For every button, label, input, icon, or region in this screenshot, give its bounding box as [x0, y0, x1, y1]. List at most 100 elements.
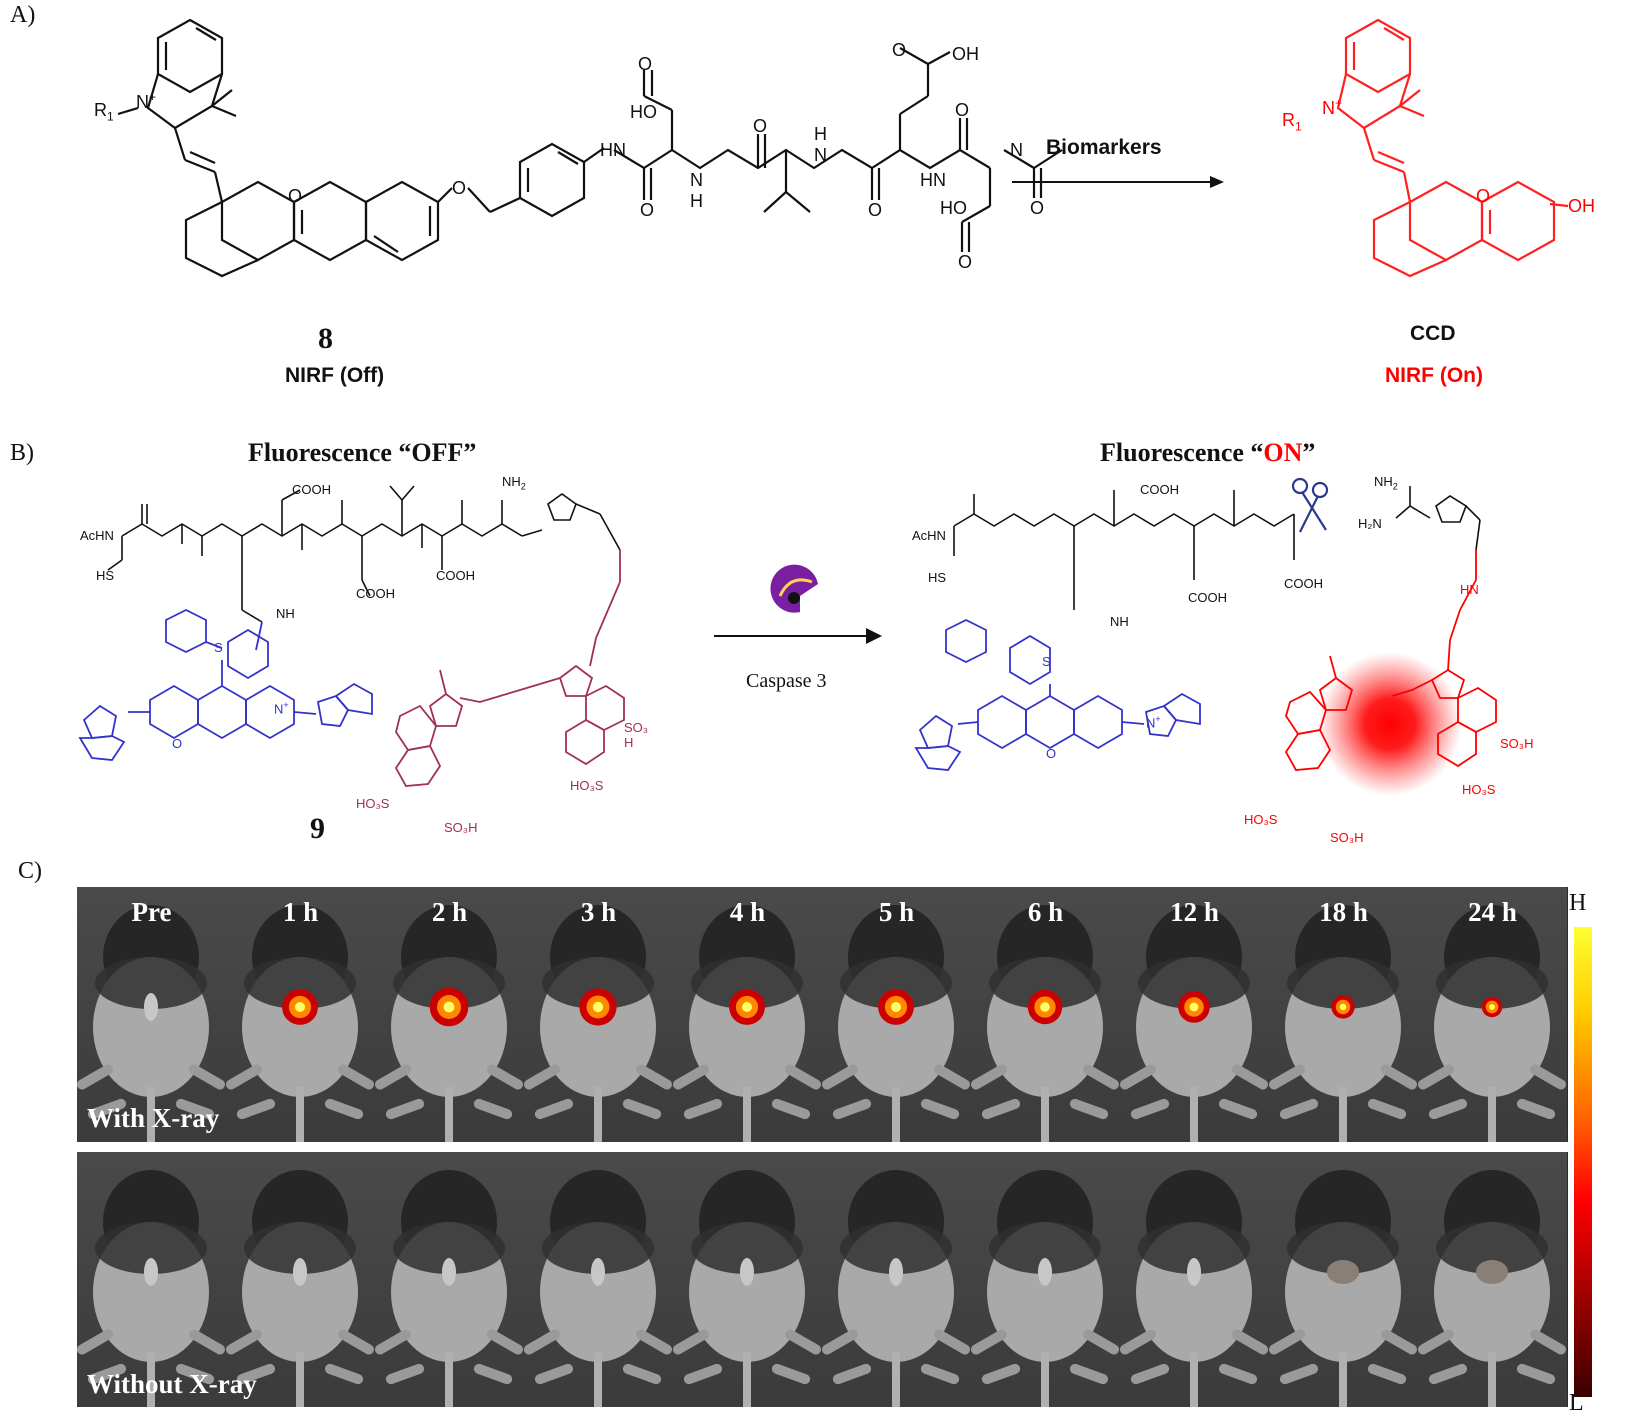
label-cooh-left-2: COOH [356, 586, 395, 601]
label-o-left: O [172, 736, 183, 751]
peptide-right-skeleton [953, 490, 1295, 610]
wound-area [591, 1258, 605, 1286]
mouse-image [822, 1170, 970, 1407]
wound-area [740, 1258, 754, 1286]
mouse-cell-with-xray: 1 h [226, 887, 376, 1142]
mouse-cell-with-xray: 4 h [673, 887, 823, 1142]
reagent-biomarkers: Biomarkers [1046, 136, 1162, 159]
title-fluorescence-off: Fluorescence “OFF” [248, 438, 477, 467]
mouse-image [673, 1170, 821, 1407]
label-so3h-right-2: SO₃H [1330, 830, 1364, 845]
caspase-pacman-icon [770, 564, 818, 613]
compound-9-number: 9 [310, 812, 325, 845]
mouse-image [1418, 1170, 1566, 1407]
mouse-cell-without-xray [1120, 1152, 1270, 1407]
label-ho3s-left-2: HO₃S [356, 796, 390, 811]
mouse-cell-without-xray [1418, 1152, 1568, 1407]
timepoint-label: 24 h [1468, 897, 1517, 927]
wound-area [1038, 1258, 1052, 1286]
mouse-cell-with-xray: 5 h [822, 887, 972, 1142]
wound-area [889, 1258, 903, 1286]
colorbar [1574, 927, 1592, 1397]
wound-area [1476, 1260, 1508, 1284]
mouse-image [1120, 1170, 1268, 1407]
mouse-cell-with-xray: 24 h [1418, 887, 1568, 1142]
mouse-image [1269, 905, 1417, 1142]
acceptor-right-skeleton [1284, 550, 1497, 771]
label-achn-left: AcHN [80, 528, 114, 543]
label-cooh-right-3: COOH [1284, 576, 1323, 591]
timepoint-label: 5 h [878, 897, 915, 927]
label-cooh-right-2: COOH [1188, 590, 1227, 605]
mouse-image [524, 905, 672, 1142]
atom-n-5: N [1010, 140, 1023, 160]
label-hn-right: HN [1460, 582, 1479, 597]
label-hs-right: HS [928, 570, 947, 585]
timepoint-label: 3 h [580, 897, 617, 927]
timepoint-label: 18 h [1319, 897, 1368, 927]
atom-oh-top-h: OH [952, 44, 979, 64]
fluorescence-glow [1318, 652, 1462, 796]
wound-area [1327, 1260, 1359, 1284]
atom-o-xanthene: O [288, 186, 303, 206]
label-achn-right: AcHN [912, 528, 946, 543]
mouse-cell-without-xray [226, 1152, 376, 1407]
atom-nh-1: HN [600, 140, 626, 160]
mouse-image [673, 905, 821, 1142]
mouse-image [1269, 1170, 1417, 1407]
compound-8-skeleton [117, 18, 1063, 278]
atom-nh-4: HN [920, 170, 946, 190]
label-n-left: N+ [274, 700, 289, 717]
atom-ho-1: HO [630, 102, 657, 122]
atom-ho-2: HO [940, 198, 967, 218]
ccd-state: NIRF (On) [1385, 364, 1483, 387]
label-h2n-right: H₂N [1358, 516, 1382, 531]
label-nh-left: NH [276, 606, 295, 621]
timepoint-label: 4 h [729, 897, 766, 927]
compound-8-number: 8 [318, 322, 333, 355]
ccd-atom-o: O [1476, 186, 1491, 206]
atom-o-6: O [958, 252, 973, 272]
wound-area [442, 1258, 456, 1286]
atom-o-7: O [1030, 198, 1045, 218]
label-nh2-left: NH2 [502, 474, 526, 492]
mouse-image [524, 1170, 672, 1407]
mouse-cell-with-xray: 18 h [1269, 887, 1419, 1142]
row-without-xray [77, 1152, 1568, 1407]
mouse-image [971, 1170, 1119, 1407]
label-cooh-left-3: COOH [436, 568, 475, 583]
fragment-right-skeleton [1395, 486, 1481, 551]
label-cooh-right-1: COOH [1140, 482, 1179, 497]
mouse-cell-without-xray [375, 1152, 525, 1407]
atom-o-ether: O [452, 178, 467, 198]
mouse-cell-with-xray: 6 h [971, 887, 1121, 1142]
timepoint-label: 6 h [1027, 897, 1064, 927]
atom-o-1: O [638, 54, 653, 74]
atom-o-2: O [640, 200, 655, 220]
mouse-image [822, 905, 970, 1142]
atom-r1: R1 [94, 100, 114, 124]
label-hs-left: HS [96, 568, 115, 583]
atom-o-5: O [955, 100, 970, 120]
atom-o-4: O [868, 200, 883, 220]
label-so3h-left-2: SO₃H [444, 820, 478, 835]
reaction-arrow-a [1012, 176, 1224, 188]
label-s-right: S [1042, 654, 1051, 669]
wound-area [144, 1258, 158, 1286]
donor-right-skeleton [914, 618, 1201, 771]
panel-a-label: A) [10, 2, 36, 28]
scissors-icon [1291, 477, 1329, 533]
mouse-cell-without-xray [822, 1152, 972, 1407]
mouse-image [375, 1170, 523, 1407]
mouse-cell-without-xray [673, 1152, 823, 1407]
timepoint-label: 1 h [282, 897, 319, 927]
label-ho3s-left-1: HO₃S [570, 778, 604, 793]
atom-o-3: O [753, 116, 768, 136]
enzyme-label: Caspase 3 [746, 670, 827, 692]
panel-b-structures [78, 477, 1497, 796]
label-nh-right: NH [1110, 614, 1129, 629]
